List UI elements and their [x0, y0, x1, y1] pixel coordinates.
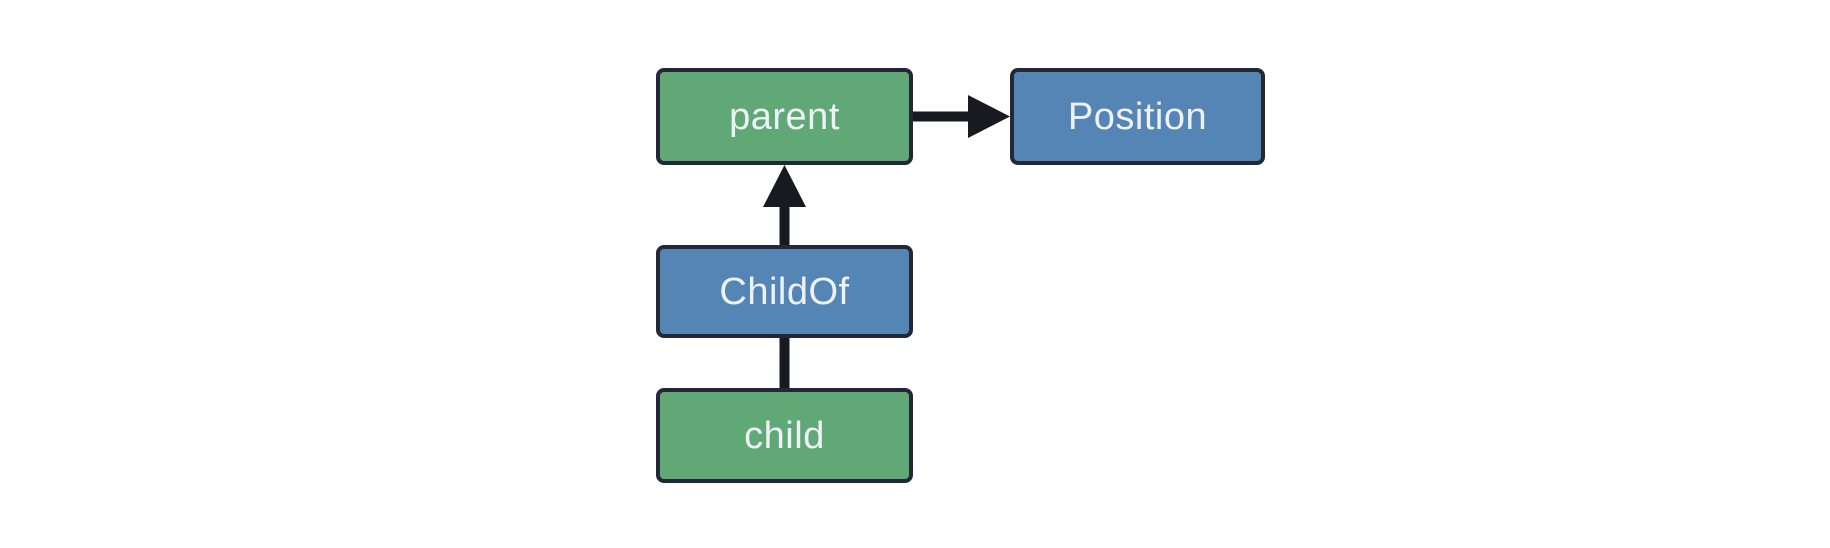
- edge-childof-to-parent: [763, 165, 806, 246]
- arrowhead-up-icon: [763, 165, 806, 207]
- node-child-label: child: [744, 414, 825, 457]
- node-childof: ChildOf: [656, 245, 913, 338]
- edge-parent-to-position: [913, 95, 1010, 138]
- node-parent: parent: [656, 68, 913, 165]
- node-position: Position: [1010, 68, 1265, 165]
- node-child: child: [656, 388, 913, 483]
- node-childof-label: ChildOf: [719, 270, 850, 313]
- node-parent-label: parent: [729, 95, 840, 138]
- node-position-label: Position: [1067, 95, 1208, 138]
- arrowhead-right-icon: [968, 95, 1010, 138]
